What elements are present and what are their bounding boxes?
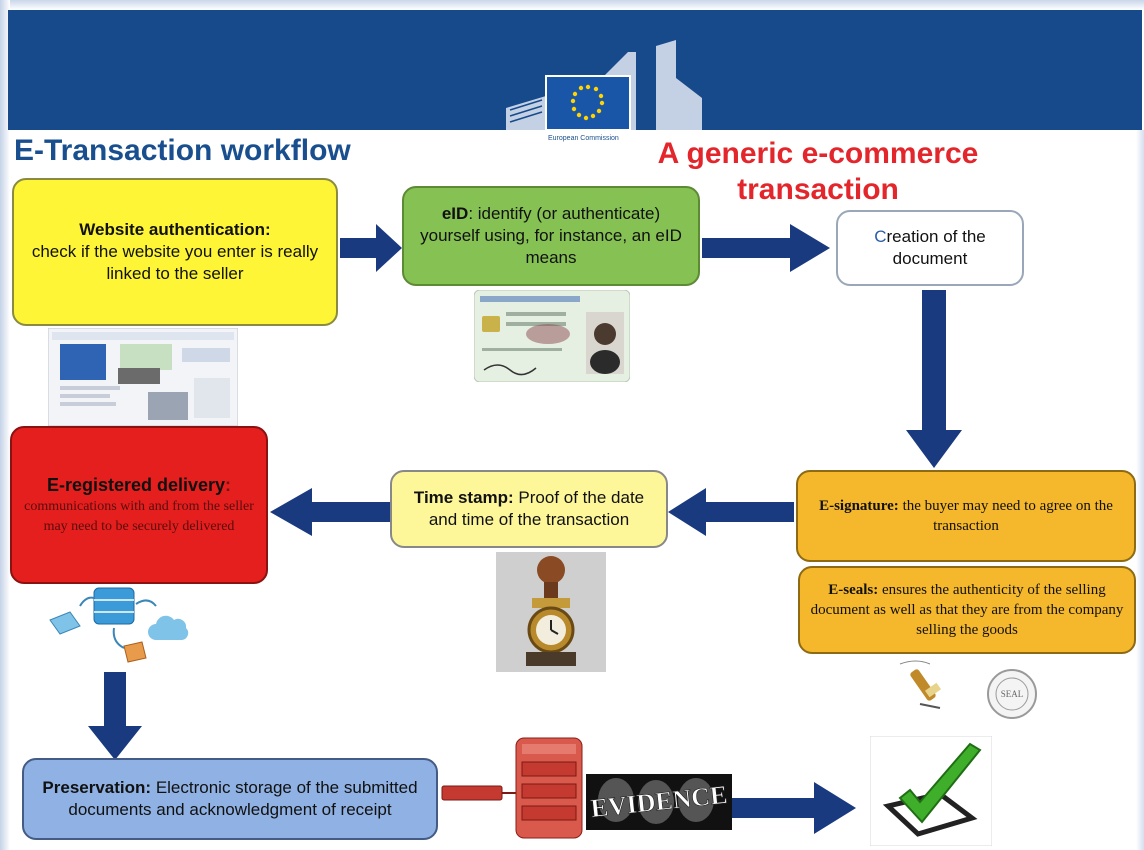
european-commission-logo: [506, 40, 702, 138]
delivery-network-icons: [49, 587, 189, 663]
eid-card-image: [474, 290, 630, 382]
arrow-auth-to-eid: [340, 224, 402, 272]
left-glow: [0, 0, 10, 850]
eseals-label: E-seals:: [828, 582, 879, 598]
website-authentication-box: Website authentication: check if the web…: [12, 178, 338, 326]
creation-text: reation of the document: [886, 227, 986, 268]
e-registered-text: communications with and from the seller …: [24, 499, 254, 534]
arrow-evidence-to-check: [732, 782, 856, 834]
eid-label: eID: [441, 204, 469, 223]
arrow-ereg-to-pres: [88, 672, 142, 760]
logo-caption: European Commission: [548, 135, 619, 142]
e-registered-colon: :: [225, 475, 232, 495]
top-glow: [0, 0, 1144, 10]
arrow-eid-to-creation: [702, 224, 830, 272]
esignature-box: E-signature: the buyer may need to agree…: [796, 470, 1136, 562]
seal-word: SEAL: [1001, 689, 1024, 699]
website-authentication-label: Website authentication:: [79, 220, 271, 239]
arrow-timestamp-to-ereg: [270, 488, 390, 536]
page-title: E-Transaction workflow: [14, 134, 351, 167]
diagram-subtitle: A generic e-commerce transaction: [657, 137, 979, 206]
right-glow: [1136, 130, 1144, 850]
eid-text: : identify (or authenticate) yourself us…: [420, 204, 682, 267]
preservation-label: Preservation:: [42, 778, 152, 797]
time-stamp-label: Time stamp:: [413, 488, 514, 507]
preservation-text: Electronic storage of the submitted docu…: [68, 778, 418, 819]
esignature-label: E-signature:: [819, 498, 899, 514]
time-stamp-text: Proof of the date and time of the transa…: [428, 488, 645, 529]
seal-image: SEAL: [987, 669, 1037, 719]
time-stamp-box: Time stamp: Proof of the date and time o…: [390, 470, 668, 548]
arrow-creation-to-esig: [906, 290, 962, 468]
preservation-box: Preservation: Electronic storage of the …: [22, 758, 438, 840]
e-registered-delivery-box: E-registered delivery: communications wi…: [10, 426, 268, 584]
eseals-text: ensures the authenticity of the selling …: [810, 582, 1124, 638]
website-authentication-text: check if the website you enter is really…: [31, 242, 319, 283]
arrow-esig-to-timestamp: [668, 488, 794, 536]
esignature-text: the buyer may need to agree on the trans…: [898, 498, 1113, 534]
eseals-box: E-seals: ensures the authenticity of the…: [798, 566, 1136, 654]
e-registered-label: E-registered delivery: [46, 475, 226, 495]
creation-of-document-box: Creation of the document: [836, 210, 1024, 286]
website-screenshot-image: [48, 328, 238, 426]
creation-first-letter: C: [874, 227, 887, 246]
time-stamp-clock-image: [496, 552, 606, 672]
eid-box: eID: identify (or authenticate) yourself…: [402, 186, 700, 286]
evidence-graphic: EVIDENCE: [441, 737, 732, 839]
pen-image: [899, 660, 942, 709]
check-mark-icon: [870, 736, 992, 846]
cloud-icon: [148, 615, 189, 640]
